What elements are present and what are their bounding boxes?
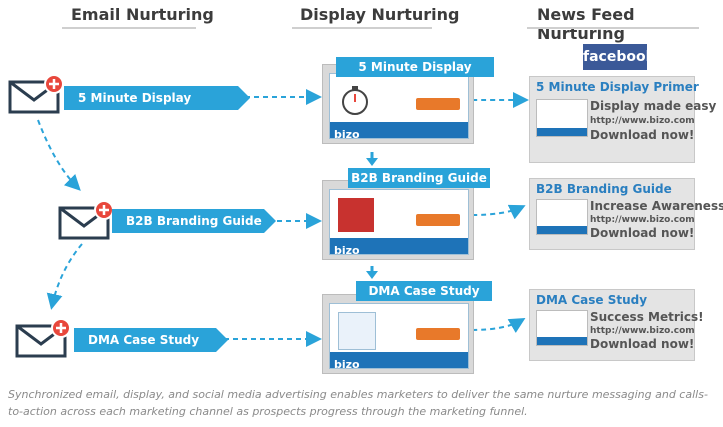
ad-creative bbox=[329, 73, 469, 139]
envelope-icon bbox=[8, 74, 64, 114]
ad-cta-button bbox=[416, 328, 460, 340]
ad-cta-button bbox=[416, 214, 460, 226]
news-feed-ad-title: 5 Minute Display Primer bbox=[536, 80, 699, 94]
envelope-icon bbox=[58, 200, 114, 240]
arrow-email1-to-email2 bbox=[37, 119, 81, 191]
display-ad-3 bbox=[322, 294, 474, 374]
figure-caption: Synchronized email, display, and social … bbox=[8, 388, 708, 418]
news-feed-ad-cta: Download now! bbox=[590, 226, 695, 240]
ad-creative bbox=[329, 189, 469, 255]
branding-guide-cover-icon bbox=[338, 198, 374, 232]
news-feed-ad-cta: Download now! bbox=[590, 337, 695, 351]
facebook-logo: facebook bbox=[583, 44, 655, 70]
bizo-logo: bizo bbox=[334, 244, 360, 257]
email-header-divider bbox=[62, 27, 196, 29]
ad-footer bbox=[330, 352, 468, 368]
news-feed-ad-headline: Display made easy bbox=[590, 99, 717, 113]
news-feed-ad-1: 5 Minute Display Primer Display made eas… bbox=[529, 76, 716, 163]
news-feed-ad-cta: Download now! bbox=[590, 128, 695, 142]
news-feed-ad-title: B2B Branding Guide bbox=[536, 182, 672, 196]
bizo-logo: bizo bbox=[334, 358, 360, 371]
ad-footer bbox=[330, 238, 468, 254]
email-step-1-ribbon: 5 Minute Display Primer bbox=[64, 86, 250, 129]
arrow-email2-to-email3 bbox=[46, 243, 83, 310]
display-nurturing-header: Display Nurturing bbox=[300, 5, 460, 24]
news-feed-ad-url: http://www.bizo.com bbox=[590, 215, 695, 225]
news-feed-ad-headline: Increase Awareness bbox=[590, 199, 723, 213]
case-study-cover-icon bbox=[338, 312, 376, 350]
news-feed-ad-3: DMA Case Study Success Metrics! http://w… bbox=[529, 289, 704, 361]
arrow-display2-to-newsfeed bbox=[471, 204, 526, 220]
ad-thumbnail bbox=[536, 199, 588, 235]
email-nurturing-header: Email Nurturing bbox=[71, 5, 214, 24]
envelope-icon bbox=[15, 318, 71, 358]
stopwatch-icon bbox=[342, 86, 368, 115]
display-header-divider bbox=[292, 27, 432, 29]
ad-thumbnail bbox=[536, 99, 588, 137]
arrow-display3-to-newsfeed bbox=[471, 317, 526, 333]
email-step-3-ribbon: DMA Case Study bbox=[74, 328, 228, 352]
ad-creative bbox=[329, 303, 469, 369]
display-ad-2 bbox=[322, 180, 474, 260]
ad-thumbnail bbox=[536, 310, 588, 346]
email-step-2-ribbon: B2B Branding Guide bbox=[112, 209, 276, 233]
ad-footer bbox=[330, 122, 468, 138]
news-feed-ad-url: http://www.bizo.com bbox=[590, 326, 695, 336]
display-ad-2-title: B2B Branding Guide bbox=[348, 168, 490, 188]
display-ad-1-title: 5 Minute Display Primer bbox=[336, 57, 494, 94]
ad-cta-button bbox=[416, 98, 460, 110]
news-feed-header-divider bbox=[527, 27, 699, 29]
news-feed-ad-headline: Success Metrics! bbox=[590, 310, 704, 324]
display-ad-3-title: DMA Case Study bbox=[356, 281, 492, 301]
news-feed-ad-2: B2B Branding Guide Increase Awareness ht… bbox=[529, 178, 723, 250]
news-feed-ad-title: DMA Case Study bbox=[536, 293, 648, 307]
bizo-logo: bizo bbox=[334, 128, 360, 141]
news-feed-ad-url: http://www.bizo.com bbox=[590, 116, 695, 126]
